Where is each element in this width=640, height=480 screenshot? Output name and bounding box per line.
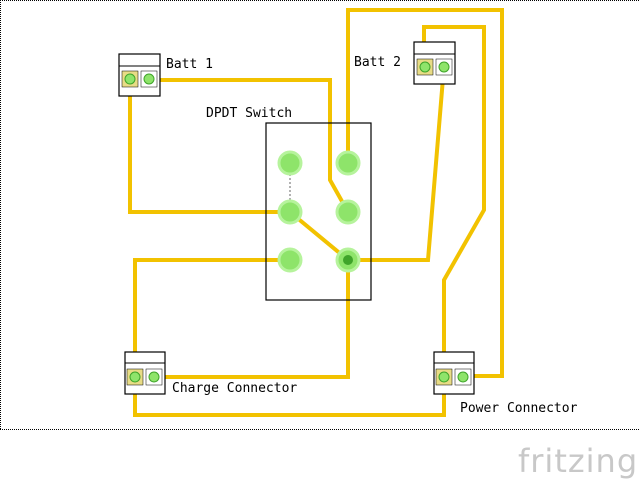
charge-pin-2-pad: [148, 371, 160, 383]
switch-pin-5[interactable]: [277, 247, 303, 273]
batt1-pin-2-pad: [143, 73, 155, 85]
switch-pin-1[interactable]: [277, 150, 303, 176]
batt1-pin-1-pad: [124, 73, 136, 85]
wire-batt2-neg-to-switch-bot-right[interactable]: [346, 63, 447, 262]
switch-pin-4[interactable]: [335, 199, 361, 225]
batt2-connector[interactable]: [413, 41, 456, 85]
fritzing-logo: fritzing: [518, 442, 638, 480]
wire-batt2-pos-to-switch-top-right[interactable]: [346, 8, 504, 378]
charge-connector-label: Charge Connector: [172, 381, 297, 396]
charge-pin-1-pad: [129, 371, 141, 383]
wire-batt1-neg-to-switch-top-right[interactable]: [148, 78, 351, 215]
power-connector[interactable]: [433, 351, 475, 395]
wire-batt2-loop-to-power[interactable]: [422, 25, 486, 378]
wire-switch-bot-right-to-charge[interactable]: [153, 258, 350, 379]
batt2-label: Batt 2: [354, 55, 401, 70]
batt1-connector[interactable]: [118, 53, 161, 97]
batt2-pin-1-pad: [419, 61, 431, 73]
power-connector-label: Power Connector: [460, 401, 578, 416]
switch-label: DPDT Switch: [206, 106, 292, 121]
switch-pin-3[interactable]: [277, 199, 303, 225]
power-pin-2-pad: [457, 371, 469, 383]
wire-batt1-pos-to-switch-mid-left[interactable]: [128, 78, 292, 214]
dpdt-switch-body[interactable]: [265, 122, 372, 301]
charge-connector[interactable]: [124, 351, 166, 395]
power-pin-1-pad: [438, 371, 450, 383]
wire-switch-cross[interactable]: [287, 209, 351, 263]
batt2-pin-2-pad: [438, 61, 450, 73]
wire-switch-bot-left-to-charge[interactable]: [133, 258, 446, 417]
switch-pin-2[interactable]: [335, 150, 361, 176]
batt1-label: Batt 1: [166, 57, 213, 72]
switch-pin-6-core: [343, 255, 353, 265]
